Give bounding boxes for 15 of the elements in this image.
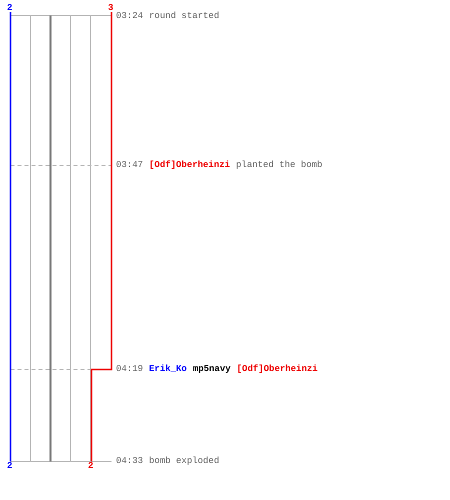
event-text: round started	[149, 11, 220, 21]
player-count: 2	[7, 3, 12, 13]
event-text: planted the bomb	[236, 160, 322, 170]
weapon-name: mp5navy	[192, 364, 231, 374]
timestamp: 03:47	[116, 160, 144, 170]
player-count: 3	[108, 3, 114, 13]
player-count: 2	[88, 461, 94, 471]
timestamp: 04:19	[116, 364, 144, 374]
timestamp: 04:33	[116, 456, 144, 466]
player-name: [Odf]Oberheinzi	[149, 160, 230, 170]
player-name: Erik_Ko	[149, 364, 187, 374]
timestamp: 03:24	[116, 11, 144, 21]
player-name: [Odf]Oberheinzi	[236, 364, 318, 374]
player-count: 2	[7, 461, 12, 471]
event-text: bomb exploded	[149, 456, 220, 466]
